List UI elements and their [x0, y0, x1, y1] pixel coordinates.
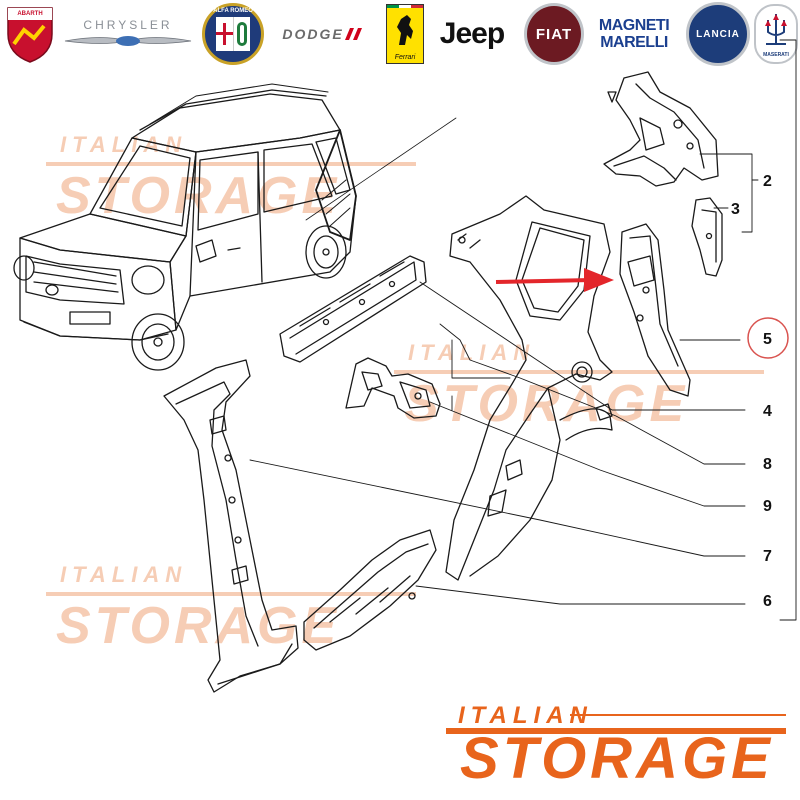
jeep-logo: Jeep: [428, 4, 516, 64]
callout-6: 6: [763, 593, 772, 610]
callout-5-highlight-circle: [747, 317, 789, 359]
magneti-marelli-logo: MAGNETI MARELLI: [588, 4, 680, 64]
alfa-romeo-label: ALFA ROMEO: [213, 8, 253, 14]
abarth-logo: ABARTH: [2, 4, 58, 64]
fiat-label: FIAT: [535, 25, 573, 43]
ferrari-logo: Ferrari: [384, 4, 426, 64]
part-6-sill: [303, 529, 437, 651]
callout-4: 4: [763, 403, 772, 420]
part-4-quarter-panel: [445, 195, 613, 581]
italian-storage-logo: ITALIAN STORAGE: [446, 700, 786, 796]
callout-8: 8: [763, 456, 772, 473]
chrysler-wings-icon: [64, 36, 192, 46]
red-pointer-arrow: [495, 268, 614, 292]
callout-2: 2: [763, 173, 772, 190]
chrysler-label: CHRYSLER: [83, 18, 173, 32]
lancia-logo: LANCIA: [686, 2, 750, 66]
ferrari-label: Ferrari: [394, 54, 416, 61]
abarth-shield-icon: [7, 7, 53, 63]
dodge-label: DODGE: [282, 26, 344, 42]
callout-9: 9: [763, 498, 772, 515]
brand-line2: STORAGE: [460, 726, 774, 791]
part-9-bracket: [345, 357, 441, 419]
brand-rule-thin: [570, 714, 786, 716]
brand-line1: ITALIAN: [458, 702, 593, 729]
part-8-cross-member: [279, 255, 427, 363]
car-illustration: [13, 83, 457, 371]
callout-3: 3: [731, 201, 740, 218]
fiat-logo: FIAT: [524, 3, 584, 65]
callout-5: 5: [763, 331, 772, 348]
part-7-b-pillar: [163, 359, 299, 693]
alfa-romeo-logo: ALFA ROMEO: [200, 3, 266, 65]
maserati-label: MASERATI: [763, 52, 789, 58]
magneti-label: MAGNETI: [598, 17, 670, 34]
brand-logo-bar: ABARTH CHRYSLER ALFA ROMEO DODGE: [0, 0, 800, 68]
maserati-logo: MASERATI: [754, 4, 798, 64]
abarth-label: ABARTH: [17, 11, 43, 17]
part-5-inner-pillar: [619, 223, 691, 397]
jeep-label: Jeep: [439, 17, 505, 50]
dodge-stripes-icon: [344, 28, 362, 40]
alfa-romeo-badge-icon: [202, 3, 264, 65]
callout-7: 7: [763, 548, 772, 565]
fiat-badge-icon: FIAT: [524, 3, 584, 65]
dodge-logo: DODGE: [270, 4, 378, 64]
maserati-trident-icon: MASERATI: [754, 4, 798, 64]
lancia-badge-icon: LANCIA: [686, 2, 750, 66]
part-3-bracket: [691, 197, 723, 277]
marelli-label: MARELLI: [600, 34, 668, 51]
part-2-bracket: [603, 71, 719, 187]
chrysler-logo: CHRYSLER: [62, 4, 194, 64]
leader-lines: [249, 39, 797, 621]
brand-rule-thick: [446, 728, 786, 734]
ferrari-shield-icon: Ferrari: [386, 4, 424, 64]
lancia-label: LANCIA: [696, 28, 740, 40]
